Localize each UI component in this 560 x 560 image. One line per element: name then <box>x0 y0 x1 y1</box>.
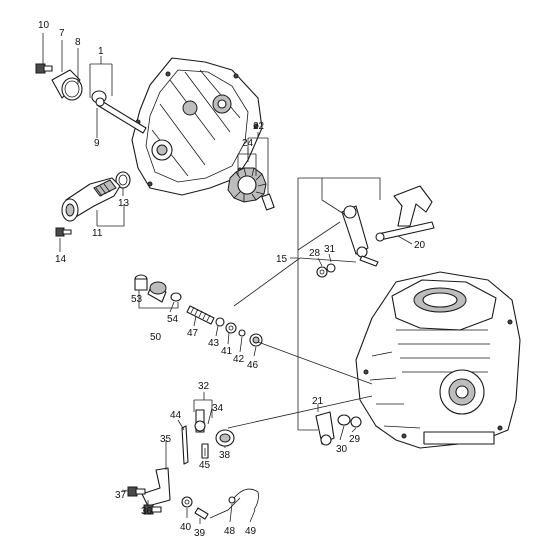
callout-53: 53 <box>131 294 143 305</box>
leader-lines <box>42 33 413 524</box>
callout-37: 37 <box>115 490 127 501</box>
callout-7: 7 <box>59 28 65 39</box>
callout-48: 48 <box>224 526 236 537</box>
callout-44: 44 <box>170 410 182 421</box>
callout-49: 49 <box>245 526 257 537</box>
callout-labels: 10 7 8 1 9 13 11 14 22 24 15 20 28 31 53… <box>38 20 426 539</box>
callout-22: 22 <box>253 121 265 132</box>
callout-30: 30 <box>336 444 348 455</box>
bolt-part-14 <box>55 227 72 237</box>
callout-29: 29 <box>349 434 361 445</box>
callout-46: 46 <box>247 360 259 371</box>
callout-1: 1 <box>98 46 104 57</box>
sleeve-parts-50-53-54 <box>134 274 182 303</box>
callout-11: 11 <box>92 228 103 239</box>
callout-39: 39 <box>194 528 206 539</box>
callout-8: 8 <box>75 37 81 48</box>
callout-20: 20 <box>414 240 426 251</box>
washer-parts-41-42-43-46 <box>215 317 263 347</box>
callout-43: 43 <box>208 338 220 349</box>
lever-part-21 <box>315 411 362 446</box>
callout-28: 28 <box>309 248 321 259</box>
callout-13: 13 <box>118 198 130 209</box>
callout-50: 50 <box>150 332 162 343</box>
callout-21: 21 <box>312 396 324 407</box>
callout-24: 24 <box>242 138 254 149</box>
callout-54: 54 <box>167 314 179 325</box>
callout-14: 14 <box>55 254 67 265</box>
callout-9: 9 <box>94 138 100 149</box>
callout-42: 42 <box>233 354 245 365</box>
linkage-parts-32-34-44-45 <box>181 409 209 465</box>
callout-15: 15 <box>276 254 288 265</box>
callout-38: 38 <box>219 450 231 461</box>
washer-parts-28-31 <box>316 263 336 278</box>
engine-block <box>355 271 521 449</box>
callout-35: 35 <box>160 434 172 445</box>
callout-10: 10 <box>38 20 50 31</box>
governor-gear-assembly <box>227 167 275 211</box>
callout-41: 41 <box>221 346 233 357</box>
link-assembly-part-15 <box>341 205 379 267</box>
lever-part-20 <box>375 185 435 242</box>
crankcase-cover <box>131 57 263 196</box>
roller-part-38 <box>215 429 235 447</box>
callout-47: 47 <box>187 328 199 339</box>
callout-36: 36 <box>141 506 153 517</box>
callout-31: 31 <box>324 244 336 255</box>
small-parts-39-40-48-49 <box>181 488 259 520</box>
spring-part-47 <box>186 305 215 325</box>
shaft-part-1 <box>95 97 147 134</box>
callout-40: 40 <box>180 522 192 533</box>
callout-32: 32 <box>198 381 210 392</box>
cover-small-parts <box>35 63 107 104</box>
callout-45: 45 <box>199 460 211 471</box>
callout-34: 34 <box>212 403 224 414</box>
housing-part-11 <box>61 177 121 222</box>
